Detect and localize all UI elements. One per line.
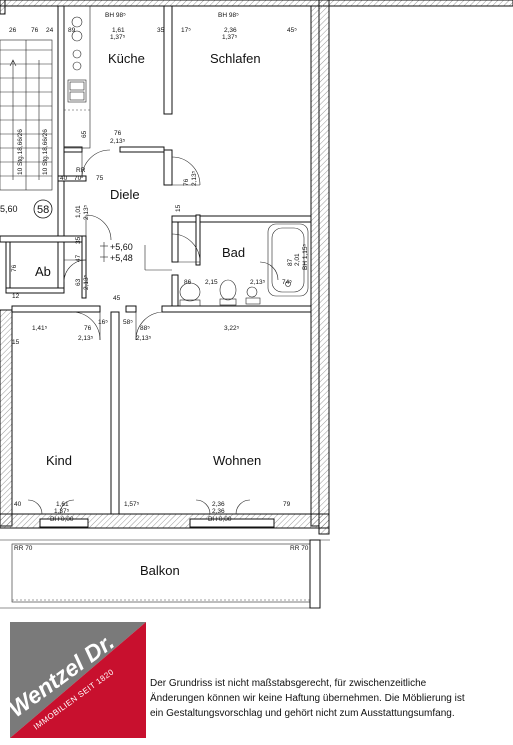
room-label-wohnen: Wohnen [213, 453, 261, 468]
dim-45: 45 [113, 295, 121, 302]
dim-top-45: 45⁵ [287, 27, 297, 34]
dim-215: 2,15 [205, 279, 218, 286]
dim-213a: 2,13⁵ [110, 138, 126, 145]
dim-rr1: RR [76, 167, 86, 174]
dim-w-kueche-2: 1,37⁵ [110, 34, 126, 41]
disclaimer-line-1: Der Grundriss ist nicht maßstabsgerecht,… [150, 678, 427, 689]
dim-65: 65 [81, 130, 88, 138]
dim-157: 1,57⁵ [124, 501, 140, 508]
dim-88: 88⁵ [140, 325, 150, 332]
interior-walls [0, 5, 312, 515]
room-label-kind: Kind [46, 453, 72, 468]
dim-rr70b: RR 70 [290, 545, 309, 552]
dim-top-17: 17⁵ [181, 27, 191, 34]
balcony [0, 539, 330, 609]
logo-red-triangle [10, 622, 146, 738]
bathroom-fixtures [179, 223, 309, 307]
kitchen-counter [63, 5, 91, 149]
dim-213d: 2,13⁵ [78, 335, 94, 342]
dim-top-35: 35 [157, 27, 165, 34]
dim-top-26: 26 [9, 27, 17, 34]
level-lower: +5,48 [110, 253, 133, 263]
dim-bh100a: BH 0,00 [50, 516, 74, 523]
dim-101: 1,01 [75, 205, 82, 218]
disclaimer-line-2: Änderungen können wir keine Haftung über… [150, 693, 465, 704]
floor-plan: 10 Stg.18,66/26 10 Stg.18,66/26 [0, 0, 513, 609]
dim-76s: 76 [183, 178, 190, 186]
dim-201: 2,01 [294, 253, 301, 266]
dim-rr70a: RR 70 [14, 545, 33, 552]
dim-40b: 40 [14, 501, 22, 508]
dim-40a: 40 [60, 175, 68, 182]
dim-top-76: 76 [31, 27, 39, 34]
dim-87: 87 [287, 258, 294, 266]
dim-15b: 15 [12, 339, 20, 346]
dim-15: 15 [175, 204, 182, 212]
dim-76b: 76 [84, 325, 92, 332]
dim-79: 79 [283, 501, 291, 508]
footer: Wentzel Dr. IMMOBILIEN SEIT 1820 Der Gru… [0, 612, 513, 745]
dim-bh100b: BH 0,00 [208, 516, 232, 523]
level-upper: +5,60 [110, 242, 133, 252]
dim-86: 86 [184, 279, 192, 286]
dim-213e: 2,13⁵ [136, 335, 152, 342]
dim-w-schlafen-1: 2,36 [224, 27, 237, 34]
disclaimer-line-3: ein Gestaltungsvorschlag und gehört nich… [150, 708, 455, 719]
dim-47: 47 [75, 254, 82, 262]
dim-58: 58⁵ [123, 319, 133, 326]
dim-141: 1,41⁵ [32, 325, 48, 332]
dim-63: 63 [75, 278, 82, 286]
dim-236a: 2,36 [212, 501, 225, 508]
brand-logo: Wentzel Dr. IMMOBILIEN SEIT 1820 [10, 622, 146, 738]
dim-322: 3,22⁵ [224, 325, 240, 332]
dim-bh115: BH 1,15⁵ [302, 244, 309, 270]
dim-w-kueche-1: 1,61 [112, 27, 125, 34]
stair-label-left: 10 Stg.18,66/26 [17, 129, 24, 175]
dim-236b: 2,36 [212, 508, 225, 515]
apartment-marker-label: 58 [37, 204, 49, 216]
dim-76a: 76 [114, 130, 122, 137]
dim-213f: 2,13⁵ [250, 279, 266, 286]
staircase [0, 39, 53, 191]
dim-213b: 2,13⁵ [83, 204, 90, 220]
dim-75a: 75 [96, 175, 104, 182]
apartment-marker [33, 199, 53, 219]
dim-70a: 70 [74, 175, 82, 182]
dim-560: 5,60 [0, 204, 18, 214]
room-label-balkon: Balkon [140, 563, 180, 578]
dim-16: 16⁵ [98, 319, 108, 326]
dim-76: 76 [11, 264, 18, 272]
dimension-labels: 26 76 24 89 BH 98⁵ 1,61 1,37⁵ 35 17⁵ BH … [0, 12, 309, 552]
logo-graphic: Wentzel Dr. IMMOBILIEN SEIT 1820 [10, 622, 146, 738]
dim-12: 12 [12, 293, 20, 300]
dim-213c: 2,13⁵ [83, 274, 90, 290]
disclaimer: Der Grundriss ist nicht maßstabsgerecht,… [150, 676, 505, 721]
dim-w-schlafen-2: 1,37⁵ [222, 34, 238, 41]
stair-label-right: 10 Stg.18,66/26 [42, 129, 49, 175]
dim-161: 1,61 [56, 501, 69, 508]
dim-137: 1,37⁵ [54, 508, 70, 515]
dim-bh-kueche: BH 98⁵ [105, 12, 126, 19]
room-label-diele: Diele [110, 187, 140, 202]
door-swings [27, 149, 251, 515]
dim-74: 74⁵ [282, 279, 292, 286]
dim-213s: 2,13⁵ [191, 170, 198, 186]
outer-walls [0, 0, 513, 535]
room-label-schlafen: Schlafen [210, 51, 261, 66]
room-label-ab: Ab [35, 264, 51, 279]
dim-bh-schlafen: BH 98⁵ [218, 12, 239, 19]
room-label-kueche: Küche [108, 51, 145, 66]
room-label-bad: Bad [222, 245, 245, 260]
dim-top-24: 24 [46, 27, 54, 34]
dim-top-89: 89 [68, 27, 76, 34]
dim-35: 35 [75, 236, 82, 244]
